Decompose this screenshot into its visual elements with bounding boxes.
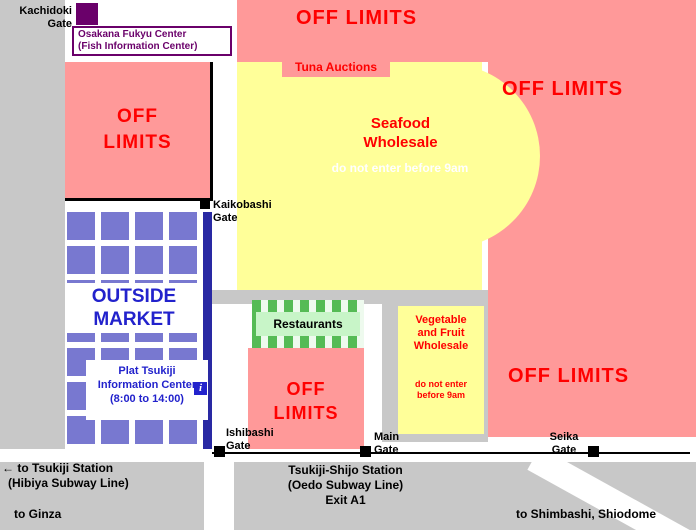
direction-tsukiji-line2: (Hibiya Subway Line) [8,476,129,490]
seika-gate-label: Seika Gate [543,431,585,457]
osakana-line2: (Fish Information Center) [78,41,198,52]
outside-market-line2: MARKET [93,309,175,330]
plat-tsukiji-info-center: Plat Tsukiji Information Center (8:00 to… [86,360,208,420]
off-limits-area-top [237,0,696,62]
off-limits-right-bottom-text: OFF LIMITS [508,365,630,387]
tuna-auctions-text: Tuna Auctions [295,59,377,74]
shijo-station-line2: (Oedo Subway Line) [287,478,404,492]
seafood-wholesale-label: Seafood Wholesale [318,114,483,152]
seika-gate-line1: Seika [549,431,579,443]
shijo-station-line3: Exit A1 [325,493,366,507]
direction-shimbashi: to Shimbashi, Shiodome [516,507,657,521]
osakana-fukyu-center: Osakana Fukyu Center (Fish Information C… [72,26,232,56]
vegetable-note-line1: do not enter [415,379,467,389]
osakana-line1: Osakana Fukyu Center [78,29,187,40]
seafood-line1: Seafood [370,115,431,132]
direction-tsukiji-line1: to Tsukiji Station [17,461,114,475]
main-gate-marker [360,446,371,457]
seika-gate-line2: Gate [551,444,577,456]
direction-shijo-station: Tsukiji-Shijo Station (Oedo Subway Line)… [268,463,423,508]
kachidoki-gate-line2: Gate [47,18,72,30]
kaikobashi-gate-marker [200,199,210,209]
off-limits-center-line2: LIMITS [273,402,339,423]
off-limits-area-left: OFF LIMITS [65,62,213,201]
vegetable-note-line2: before 9am [416,390,466,400]
outside-market-line1: OUTSIDE [91,286,177,307]
off-limits-top-text: OFF LIMITS [296,7,418,29]
kachidoki-gate-label: Kachidoki Gate [2,5,72,31]
seafood-note: do not enter before 9am [331,161,469,175]
vegetable-line3: Wholesale [413,340,469,352]
info-icon: i [194,382,207,395]
direction-ginza: to Ginza [14,507,62,521]
seika-gate-marker [588,446,599,457]
off-limits-left-line1: OFF [117,106,158,127]
direction-tsukiji-station: ← to Tsukiji Station (Hibiya Subway Line… [2,461,129,491]
off-limits-area-center: OFF LIMITS [248,348,364,453]
kaikobashi-gate-line2: Gate [213,212,238,224]
vegetable-wholesale-area: Vegetable and Fruit Wholesale do not ent… [398,306,484,434]
kachidoki-gate-marker [76,3,98,25]
off-limits-center-line1: OFF [286,378,326,399]
ishibashi-gate-line2: Gate [226,440,251,452]
left-arrow-icon: ← [2,461,14,475]
off-limits-right-top-text: OFF LIMITS [502,78,624,100]
vegetable-line2: and Fruit [417,327,465,339]
off-limits-left-line2: LIMITS [103,132,172,153]
restaurants-label-text: Restaurants [273,317,343,331]
boundary-line [212,452,690,454]
street-line [203,212,212,452]
ishibashi-gate-line1: Ishibashi [226,427,274,439]
kaikobashi-gate-label: Kaikobashi Gate [213,199,272,225]
main-gate-line1: Main [374,431,400,443]
tuna-auctions-label: Tuna Auctions [282,56,390,77]
ishibashi-gate-marker [214,446,225,457]
main-gate-line2: Gate [374,444,399,456]
kachidoki-gate-line1: Kachidoki [19,5,72,17]
kaikobashi-gate-line1: Kaikobashi [213,199,272,211]
vegetable-line1: Vegetable [415,314,467,326]
plat-line2: Information Center [97,379,197,391]
outside-market-label: OUTSIDE MARKET [65,283,203,333]
plat-line1: Plat Tsukiji [118,365,176,377]
ishibashi-gate-label: Ishibashi Gate [226,427,274,453]
restaurants-label: Restaurants [256,312,360,336]
plat-line3: (8:00 to 14:00) [110,393,184,405]
road-to-station [204,449,234,530]
seafood-line2: Wholesale [363,134,438,151]
shijo-station-line1: Tsukiji-Shijo Station [288,463,403,477]
main-gate-label: Main Gate [374,431,399,457]
